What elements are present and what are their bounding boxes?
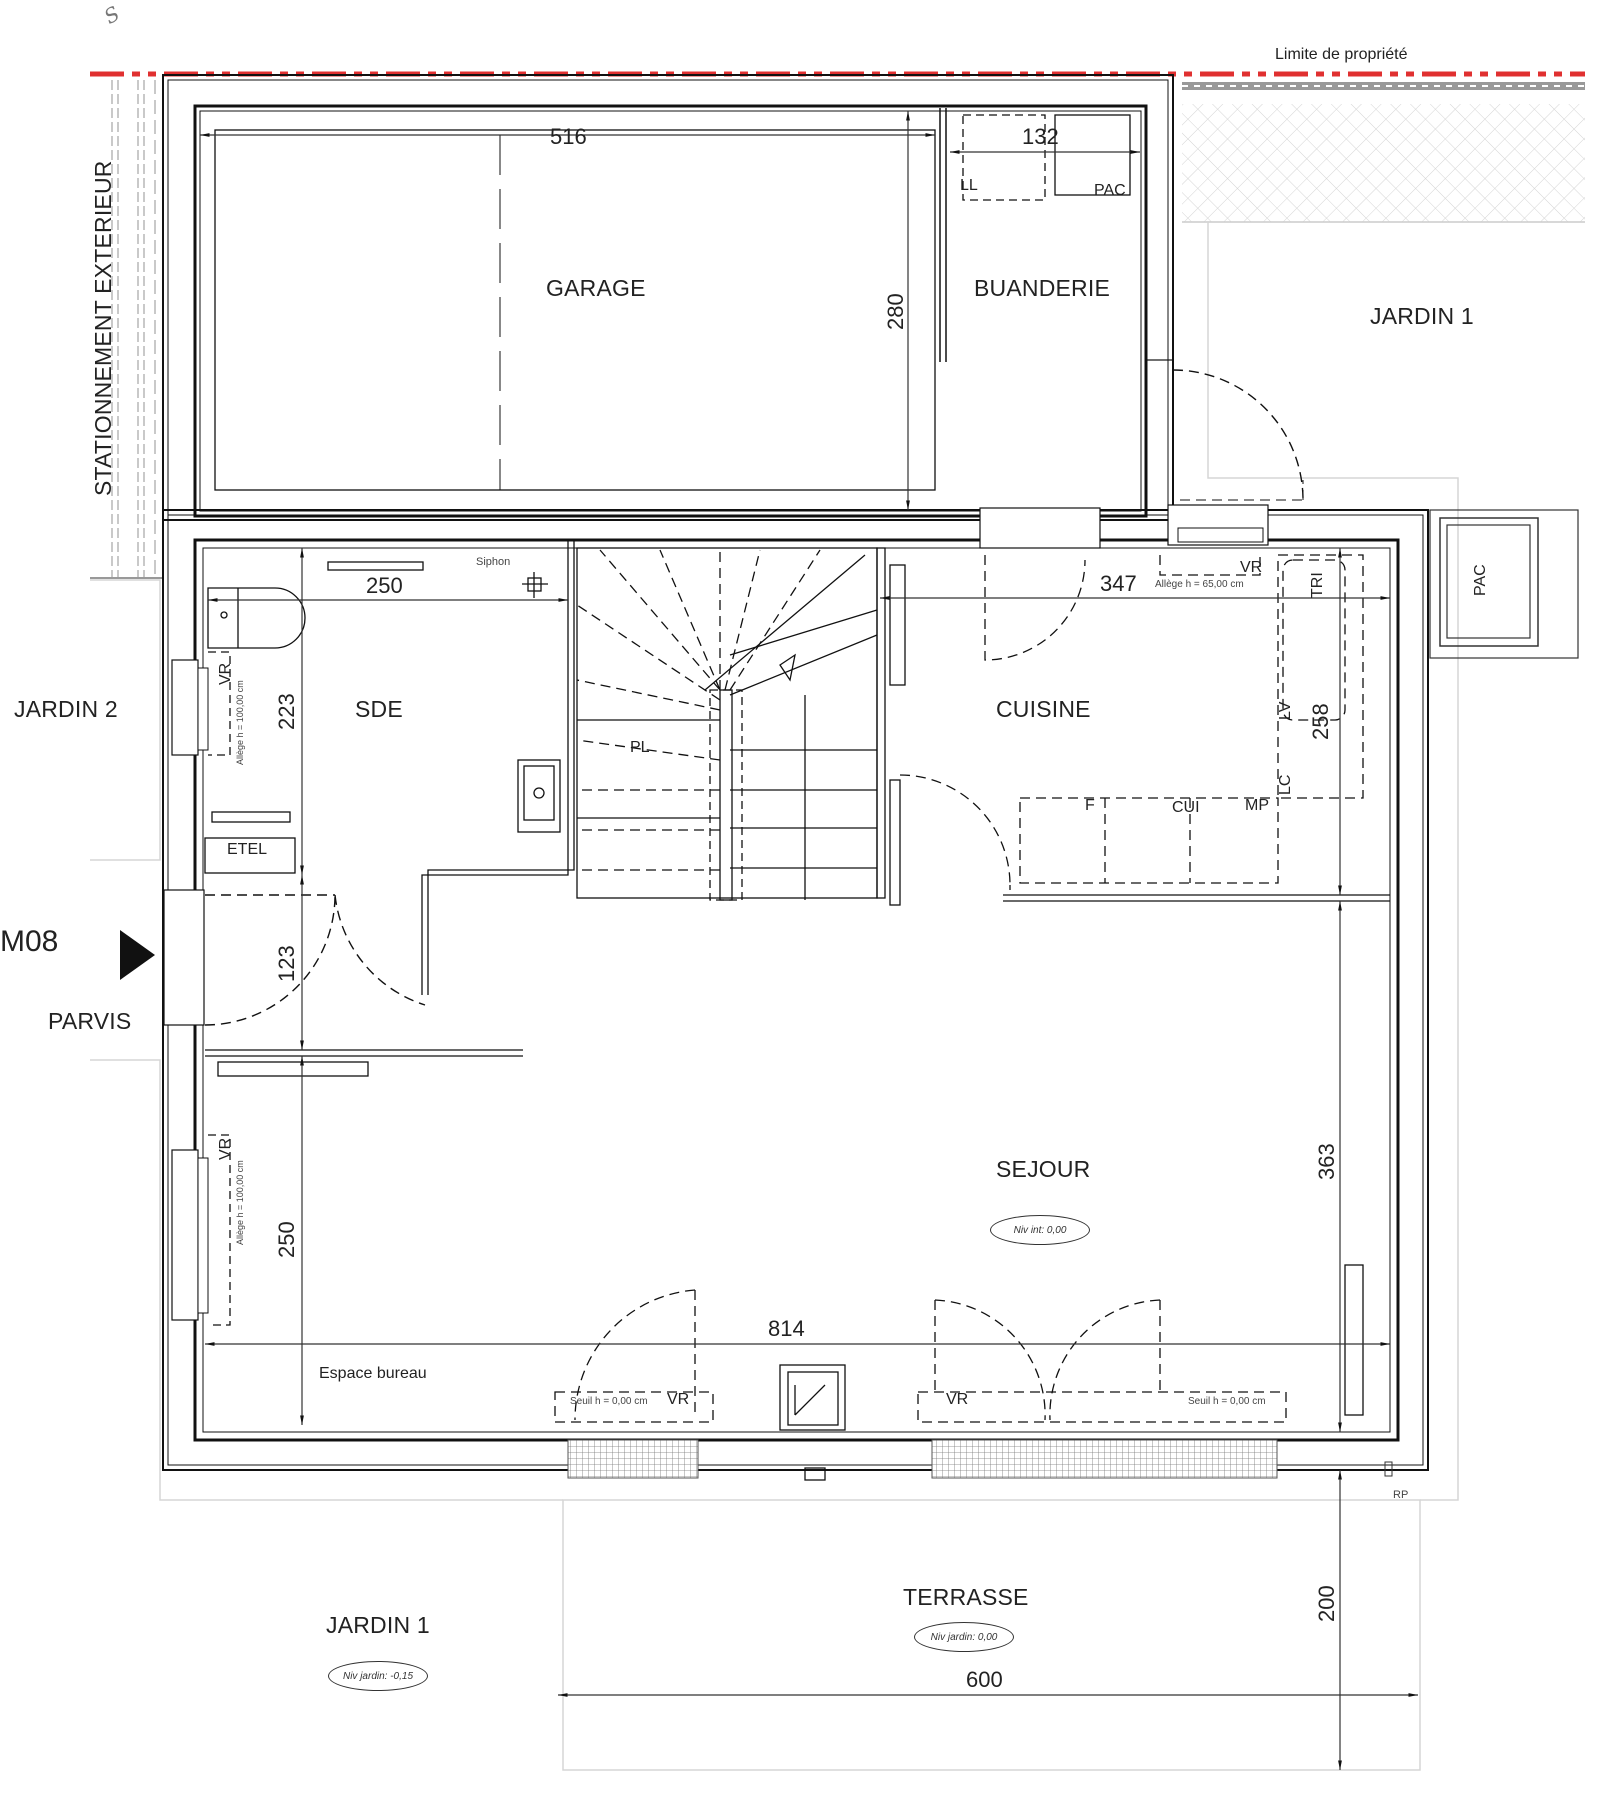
level-interior-text: Niv int: 0,00 [1013,1224,1067,1236]
equip-siphon: Siphon [476,556,511,568]
equip-vr-cuisine: VR [1240,559,1263,576]
equip-mp: MP [1245,797,1269,814]
room-label-jardin2: JARDIN 2 [14,696,118,722]
rp-marker [1384,1461,1393,1477]
level-interior-badge: Niv int: 0,00 [990,1215,1090,1245]
lot-marker-label: M08 [0,925,59,958]
left-facade-openings [163,659,209,1321]
dim-bureau-depth: 250 [274,1221,299,1258]
equip-vr-bay-right: VR [946,1391,969,1408]
equip-lv: LV [1277,701,1294,720]
buanderie-door [1145,359,1304,511]
dim-sde-width: 250 [366,573,403,598]
cuisine-fixtures [899,554,1390,902]
sde-fixtures [204,540,575,1326]
dim-sde-depth: 223 [274,693,299,730]
dim-cuisine-width: 347 [1100,571,1137,596]
dimension-lines [200,111,1418,1770]
level-terrasse-badge: Niv jardin: 0,00 [914,1622,1014,1652]
threshold-left [567,1439,699,1479]
dim-buanderie-width: 132 [1022,124,1059,149]
property-limit-label: Limite de propriété [1275,46,1408,63]
dim-sejour-depth: 363 [1314,1143,1339,1180]
equip-f: F [1085,797,1095,814]
room-label-parvis: PARVIS [48,1008,132,1034]
allege-bureau: Allège h = 100,00 cm [235,1160,245,1245]
room-label-jardin1-top: JARDIN 1 [1370,303,1474,329]
threshold-right [931,1439,1278,1479]
equip-lc: LC [1277,774,1294,795]
dim-house-width: 814 [768,1316,805,1341]
seuil-right: Seuil h = 0,00 cm [1188,1396,1266,1407]
equip-tri: TRI [1309,572,1326,598]
parking-strip [90,80,163,579]
equip-vr-bay-left: VR [667,1391,690,1408]
dim-cuisine-depth: 258 [1308,703,1333,740]
room-label-buanderie: BUANDERIE [974,275,1110,301]
level-terrasse-text: Niv jardin: 0,00 [930,1631,998,1643]
dim-terrasse-width: 600 [966,1667,1003,1692]
room-label-sejour: SEJOUR [996,1156,1091,1182]
equip-pac-outside: PAC [1472,564,1489,596]
espace-bureau-label: Espace bureau [319,1365,427,1382]
room-label-sde: SDE [355,696,403,722]
outdoor-pac-unit [1429,509,1579,659]
room-label-garage: GARAGE [546,275,646,301]
allege-cuisine: Allège h = 65,00 cm [1155,579,1244,590]
room-label-terrasse: TERRASSE [903,1584,1029,1610]
house-walls [162,504,1429,1471]
garden-outlines [90,222,1459,1771]
equip-pl: PL [630,739,650,756]
room-label-jardin1-bottom: JARDIN 1 [326,1612,430,1638]
sejour-openings [554,1264,1364,1481]
seuil-left: Seuil h = 0,00 cm [570,1396,648,1407]
property-limit-line [90,71,1585,223]
dim-garage-width: 516 [550,124,587,149]
equip-vr-bureau: VR [217,1137,234,1160]
dim-entry-depth: 123 [274,945,299,982]
stationnement-label: STATIONNEMENT EXTERIEUR [90,160,116,496]
entry-arrow-icon [120,930,155,980]
level-jardin-text: Niv jardin: -0,15 [342,1670,414,1682]
equip-vr-sde: VR [217,662,234,685]
equip-rp: RP [1393,1489,1409,1501]
equip-pac-inside: PAC [1094,182,1126,199]
staircase [576,547,906,906]
equip-cui: CUI [1172,799,1200,816]
room-label-cuisine: CUISINE [996,696,1091,722]
level-jardin-badge: Niv jardin: -0,15 [328,1661,428,1691]
equip-etel: ETEL [227,841,268,858]
dim-terrasse-depth: 200 [1314,1585,1339,1622]
allege-sde: Allège h = 100,00 cm [235,680,245,765]
dim-garage-depth: 280 [883,293,908,330]
equip-ll: LL [960,177,978,194]
entry-door-swing [204,894,426,1026]
